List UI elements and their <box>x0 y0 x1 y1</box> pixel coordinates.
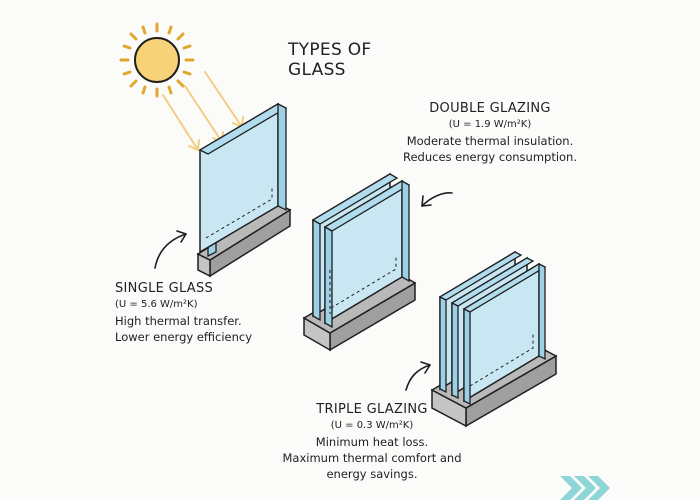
triple-glazing-desc-3: energy savings. <box>326 467 418 481</box>
triple-glazing-label: TRIPLE GLAZING (U = 0.3 W/m²K) Minimum h… <box>262 402 482 482</box>
single-glass-label: SINGLE GLASS (U = 5.6 W/m²K) High therma… <box>115 281 285 345</box>
double-glazing-desc-1: Moderate thermal insulation. <box>406 134 574 148</box>
double-glazing-label: DOUBLE GLAZING (U = 1.9 W/m²K) Moderate … <box>385 101 595 165</box>
double-glazing-desc-2: Reduces energy consumption. <box>402 150 578 164</box>
double-glazing-name: DOUBLE GLAZING <box>429 101 551 116</box>
triple-glazing-u-value: (U = 0.3 W/m²K) <box>330 420 414 431</box>
triple-glazing-pane <box>430 250 558 428</box>
triple-glazing-desc-2: Maximum thermal comfort and <box>282 451 462 465</box>
pointer-arrow-icon <box>154 192 453 391</box>
single-glass-u-value: (U = 5.6 W/m²K) <box>115 299 198 310</box>
double-glazing-u-value: (U = 1.9 W/m²K) <box>448 119 532 130</box>
single-glass-desc-2: Lower energy efficiency <box>115 330 253 344</box>
sunray-arrow-icon <box>162 71 244 152</box>
sun-icon <box>119 22 195 98</box>
single-glass-name: SINGLE GLASS <box>115 281 214 296</box>
chevrons-icon <box>560 476 610 500</box>
double-glazing-pane <box>302 172 417 352</box>
triple-glazing-name: TRIPLE GLAZING <box>316 402 428 417</box>
single-glass-desc-1: High thermal transfer. <box>115 314 242 328</box>
triple-glazing-desc-1: Minimum heat loss. <box>315 435 429 449</box>
diagram-title: TYPES OF GLASS <box>288 40 372 80</box>
single-glass-pane <box>196 102 292 278</box>
